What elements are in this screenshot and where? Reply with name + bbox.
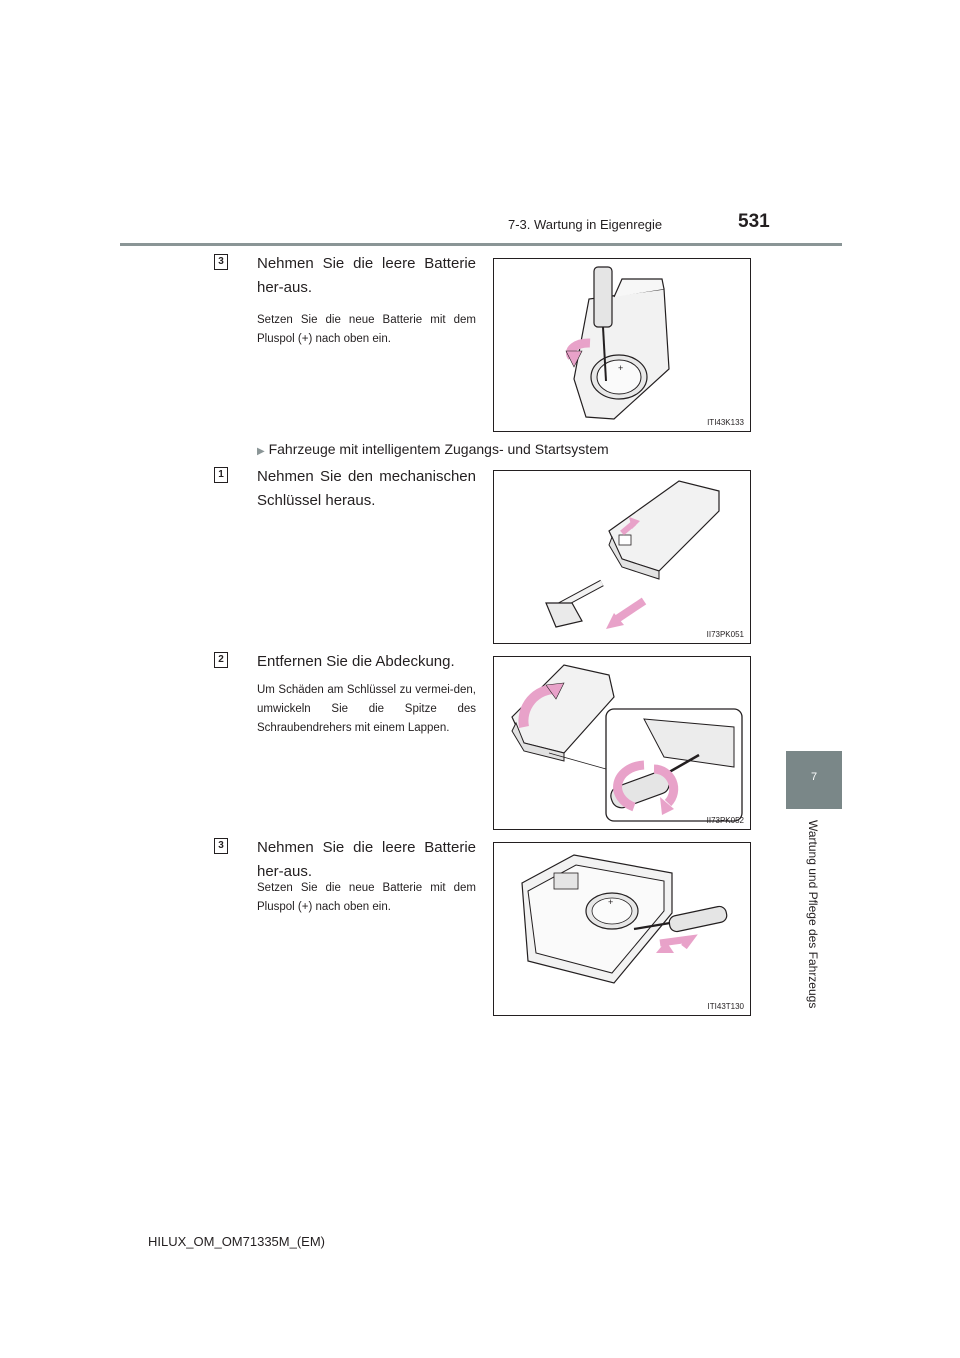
figure-remove-mechanical-key: II73PK051 bbox=[493, 470, 751, 644]
smart-key-illustration bbox=[545, 480, 720, 629]
figure-code: II73PK051 bbox=[706, 630, 744, 639]
key-fob-battery-illustration: + bbox=[565, 266, 670, 420]
manual-code: HILUX_OM_OM71335M_(EM) bbox=[148, 1234, 325, 1249]
figure-battery-removal-smart-key: + ITI43T130 bbox=[493, 842, 751, 1016]
svg-text:+: + bbox=[618, 363, 623, 373]
page-number: 531 bbox=[738, 211, 770, 232]
smart-key-battery-illustration: + bbox=[521, 854, 728, 984]
step-note: Setzen Sie die neue Batterie mit dem Plu… bbox=[257, 882, 476, 913]
chapter-title: Wartung und Pflege des Fahrzeugs bbox=[806, 820, 820, 1009]
step-title: Entfernen Sie die Abdeckung. bbox=[257, 653, 455, 670]
step-number: 2 bbox=[214, 652, 228, 668]
step-number: 1 bbox=[214, 467, 228, 483]
step-title: Nehmen Sie den mechanischen Schlüssel he… bbox=[257, 468, 476, 509]
triangle-marker-icon: ▶ bbox=[257, 446, 265, 457]
step-note: Setzen Sie die neue Batterie mit dem Plu… bbox=[257, 314, 476, 345]
chapter-number: 7 bbox=[810, 771, 818, 783]
figure-code: ITI43T130 bbox=[707, 1002, 744, 1011]
step-note: Um Schäden am Schlüssel zu vermei-den, u… bbox=[257, 684, 476, 734]
step-title: Nehmen Sie die leere Batterie her-aus. bbox=[257, 255, 476, 296]
svg-text:+: + bbox=[608, 897, 613, 907]
figure-remove-cover: II73PK052 bbox=[493, 656, 751, 830]
step-number: 3 bbox=[214, 838, 228, 854]
figure-code: ITI43K133 bbox=[707, 418, 744, 427]
step-number: 3 bbox=[214, 254, 228, 270]
vehicle-variant-heading: ▶ Fahrzeuge mit intelligentem Zugangs- u… bbox=[257, 441, 609, 457]
cover-removal-illustration bbox=[511, 664, 743, 822]
section-title: 7-3. Wartung in Eigenregie bbox=[508, 217, 663, 232]
figure-battery-removal-key: + ITI43K133 bbox=[493, 258, 751, 432]
chapter-tab bbox=[786, 751, 842, 809]
figure-code: II73PK052 bbox=[706, 816, 744, 825]
step-title: Nehmen Sie die leere Batterie her-aus. bbox=[257, 839, 476, 880]
vehicle-variant-text: Fahrzeuge mit intelligentem Zugangs- und… bbox=[268, 441, 609, 457]
header-divider bbox=[120, 243, 842, 246]
